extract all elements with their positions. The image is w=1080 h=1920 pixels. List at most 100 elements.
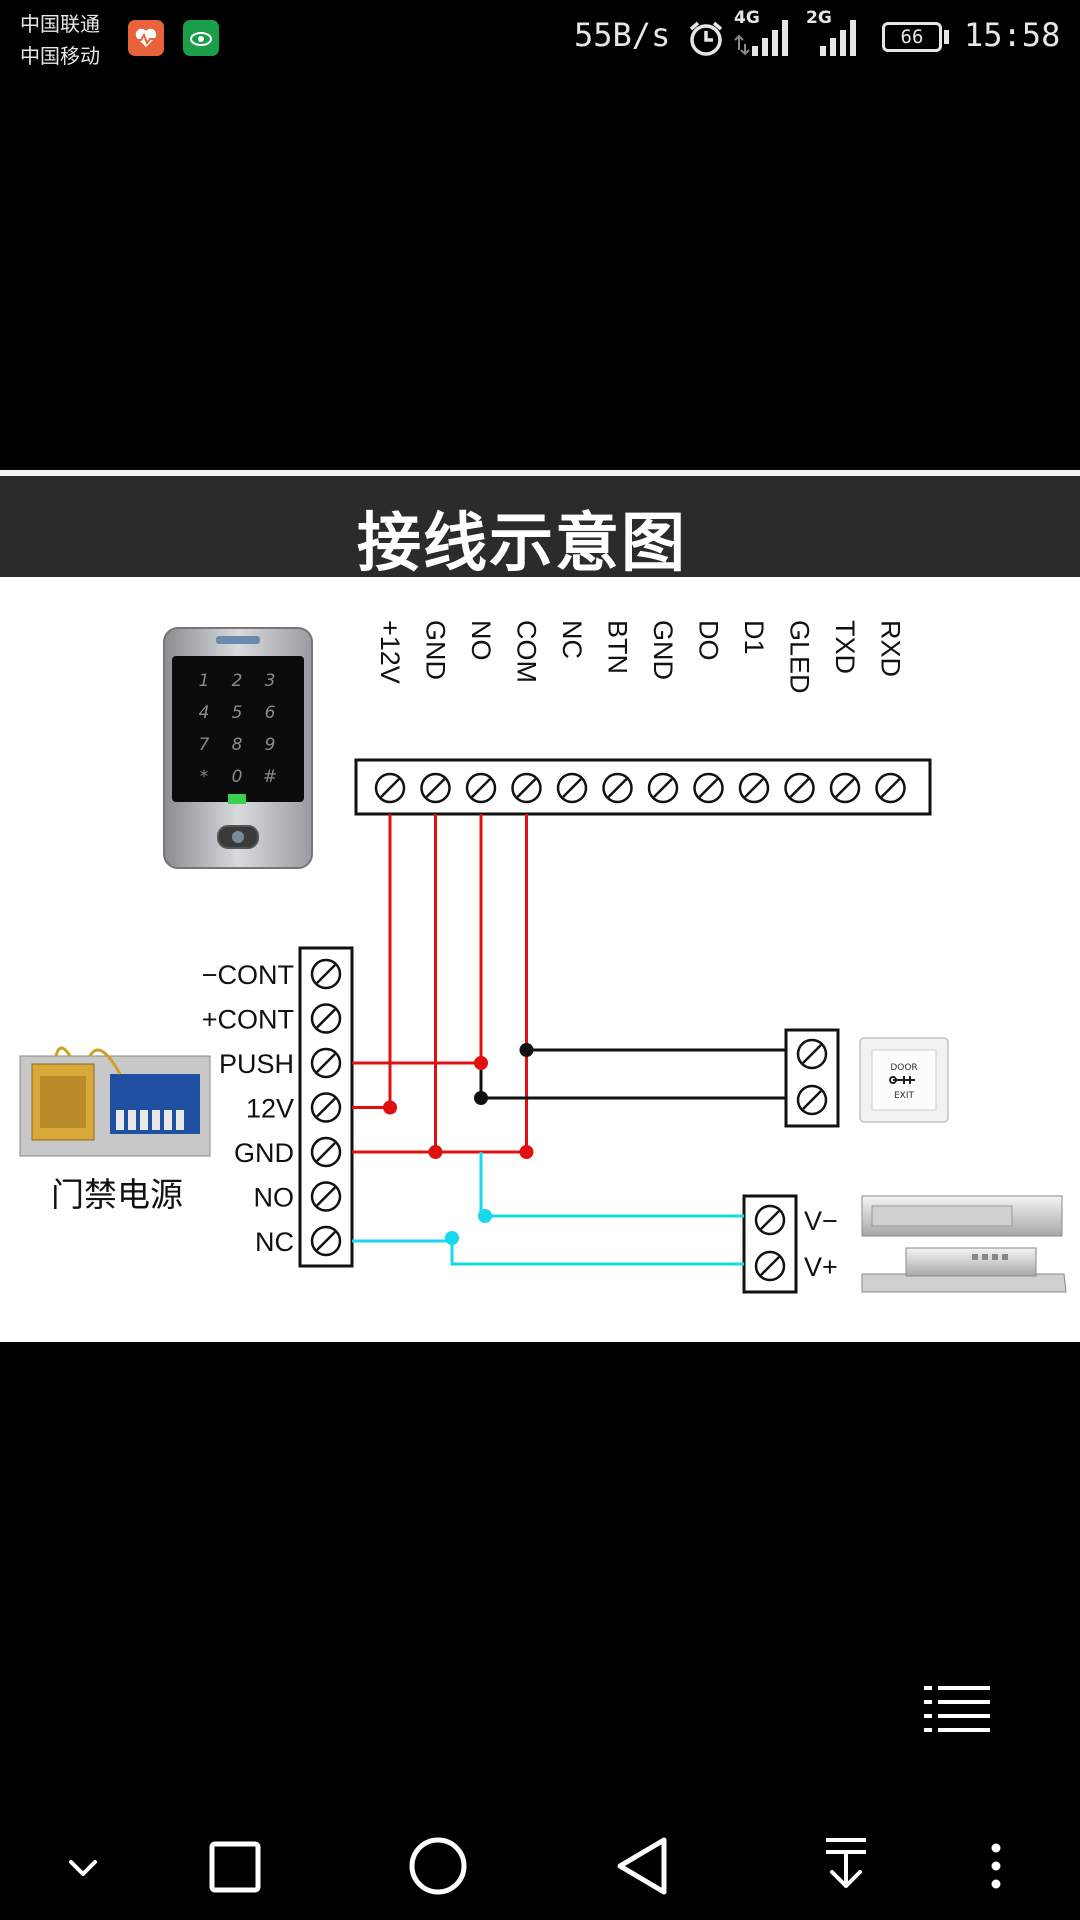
wire-junction xyxy=(474,1056,488,1070)
signal-icon-sim1 xyxy=(734,20,788,56)
psu-terminal-screw xyxy=(310,1181,342,1212)
wire-gnd xyxy=(352,814,437,1154)
home-circle-icon[interactable] xyxy=(378,1810,498,1920)
exit-button-terminal-block xyxy=(784,1028,840,1128)
reader-terminal-screw xyxy=(738,772,770,804)
reader-terminal-label: COM xyxy=(512,620,542,683)
battery-icon: 66 xyxy=(882,22,942,52)
keypad-key: * xyxy=(200,767,209,787)
alarm-icon xyxy=(689,21,723,56)
reader-terminal-screw xyxy=(556,772,588,804)
net-type-4g: 4G xyxy=(734,8,760,28)
lock-terminal-label: V+ xyxy=(804,1252,838,1282)
eye-app-icon xyxy=(183,20,219,56)
power-supply-device xyxy=(19,1046,211,1157)
keypad-key: 4 xyxy=(199,703,210,723)
reader-terminal-screw xyxy=(602,772,633,804)
psu-terminal-label: GND xyxy=(234,1138,294,1168)
wire-junction xyxy=(445,1231,459,1245)
reader-terminal-screw xyxy=(465,772,497,804)
net-type-2g: 2G xyxy=(806,8,832,28)
reader-terminal-screw xyxy=(829,772,861,804)
reader-terminal-label: BTN xyxy=(603,620,633,674)
exit-terminal-screw xyxy=(796,1084,828,1116)
psu-terminal-block: −CONT +CONT PUSH 12V GND NO NC xyxy=(202,946,354,1268)
reader-terminal-screw xyxy=(511,772,542,804)
keypad-key: 5 xyxy=(232,703,243,723)
psu-terminal-label: NC xyxy=(255,1227,294,1257)
carrier-2: 中国移动 xyxy=(20,44,100,68)
navigation-bar xyxy=(0,1810,1080,1920)
lock-terminal-screw xyxy=(754,1250,786,1282)
lock-terminal-screw xyxy=(754,1204,786,1236)
exit-button-text-door: DOOR xyxy=(890,1063,917,1073)
battery-tip xyxy=(944,30,949,44)
reader-terminal-screw xyxy=(647,772,679,804)
reader-terminal-screw xyxy=(784,772,815,804)
status-bar: 中国联通 中国移动 55B/s 4G 2G 66 15:58 xyxy=(0,0,1080,80)
keypad-key: 1 xyxy=(199,671,210,691)
keypad-key: 3 xyxy=(265,671,276,691)
psu-terminal-label: −CONT xyxy=(202,960,294,990)
keypad-key: 9 xyxy=(265,735,276,755)
keypad-reader-device: 1 2 3 4 5 6 7 8 9 * 0 # xyxy=(163,627,313,869)
clock: 15:58 xyxy=(964,16,1061,54)
reader-terminal-screw xyxy=(693,772,724,804)
psu-terminal-screw xyxy=(310,958,342,990)
keypad-key: 7 xyxy=(199,735,210,755)
diagram-title: 接线示意图 xyxy=(357,507,687,581)
keypad-key: 2 xyxy=(232,671,243,691)
reader-terminal-label: NO xyxy=(466,620,496,661)
recent-apps-square-icon[interactable] xyxy=(174,1810,294,1920)
wire-junction xyxy=(474,1091,488,1105)
psu-terminal-screw xyxy=(310,1225,342,1257)
reader-terminal-label: GND xyxy=(421,620,451,680)
magnetic-lock-device xyxy=(861,1195,1067,1293)
psu-terminal-label: PUSH xyxy=(219,1049,294,1079)
reader-terminal-label: GND xyxy=(648,620,678,680)
reader-terminal-screw xyxy=(420,772,451,804)
psu-terminal-screw xyxy=(310,1047,342,1079)
reader-terminal-label: DO xyxy=(694,620,724,661)
reader-terminal-screw xyxy=(374,772,406,804)
psu-terminal-label: 12V xyxy=(246,1094,294,1124)
back-triangle-icon[interactable] xyxy=(582,1810,702,1920)
signal-icon-sim2 xyxy=(820,20,856,56)
lock-terminal-block: V− V+ xyxy=(742,1194,838,1294)
reader-terminal-screw xyxy=(875,772,906,804)
more-options-icon[interactable] xyxy=(936,1810,1056,1920)
keypad-key: 6 xyxy=(265,703,276,723)
battery-level: 66 xyxy=(900,26,924,48)
psu-terminal-label: NO xyxy=(254,1183,295,1213)
wiring-diagram-image[interactable]: 接线示意图 1 2 3 4 5 6 7 8 9 * 0 # +12V GND NO COM NC BTN GND D… xyxy=(0,470,1080,1342)
psu-terminal-screw xyxy=(310,1003,342,1034)
exit-button-device: DOOR EXIT xyxy=(859,1037,949,1123)
wire-junction xyxy=(383,1100,397,1115)
keypad-key: # xyxy=(263,767,277,787)
keypad-key: 0 xyxy=(232,767,243,787)
reader-terminal-label: GLED xyxy=(785,620,815,694)
reader-terminal-label: TXD xyxy=(830,620,860,674)
reader-terminal-label: NC xyxy=(557,620,587,659)
image-title-bar: 接线示意图 xyxy=(0,470,1080,581)
lock-terminal-label: V− xyxy=(804,1206,838,1236)
keypad-key: 8 xyxy=(232,735,243,755)
wire-junction xyxy=(519,1043,534,1057)
carrier-1: 中国联通 xyxy=(20,12,100,36)
network-speed: 55B/s xyxy=(574,16,671,54)
list-menu-icon[interactable] xyxy=(924,1684,990,1736)
reader-terminal-label: RXD xyxy=(876,620,906,677)
wire-junction xyxy=(428,1145,443,1159)
wire-lock-v-plus xyxy=(352,1239,744,1266)
reader-terminal-label: +12V xyxy=(375,620,405,684)
psu-terminal-screw xyxy=(310,1092,342,1123)
exit-button-text-exit: EXIT xyxy=(894,1091,915,1101)
wire-junction xyxy=(478,1209,492,1223)
psu-terminal-label: +CONT xyxy=(202,1005,294,1035)
health-app-icon xyxy=(128,20,164,56)
psu-label: 门禁电源 xyxy=(51,1175,183,1214)
notification-pulldown-icon[interactable] xyxy=(786,1810,906,1920)
chevron-down-icon[interactable] xyxy=(24,1810,144,1920)
